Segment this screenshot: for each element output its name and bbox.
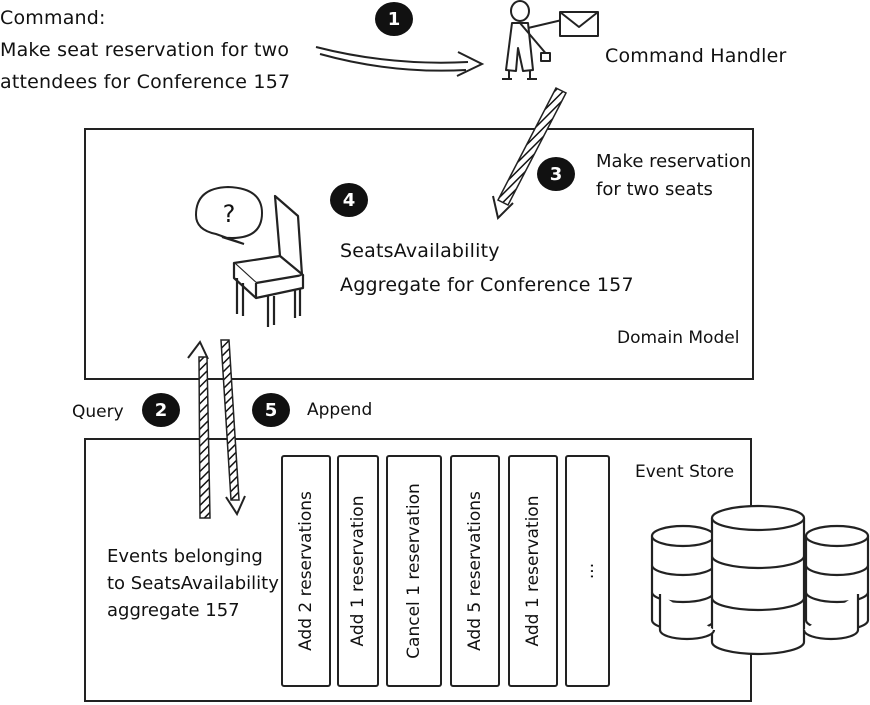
domain-model-label: Domain Model	[617, 328, 740, 348]
step-1-badge: 1	[375, 2, 413, 36]
event-column: ...	[565, 455, 610, 687]
step-2-badge: 2	[142, 393, 180, 427]
event-label: Add 2 reservations	[296, 491, 316, 651]
step-5-badge: 5	[252, 393, 290, 427]
append-label: Append	[307, 400, 373, 420]
event-label: Add 5 reservations	[465, 491, 485, 651]
event-store-label: Event Store	[635, 462, 735, 482]
events-caption-line-3: aggregate 157	[107, 600, 240, 621]
events-caption: Events belonging to SeatsAvailability ag…	[107, 543, 279, 624]
step-4-badge: 4	[330, 183, 368, 217]
event-column: Add 1 reservation	[337, 455, 379, 687]
command-line-2: attendees for Conference 157	[0, 71, 291, 93]
aggregate-text: SeatsAvailability Aggregate for Conferen…	[340, 234, 634, 302]
command-text: Command: Make seat reservation for two a…	[0, 2, 320, 98]
event-label: Add 1 reservation	[523, 495, 543, 647]
make-reservation-line-2: for two seats	[596, 179, 713, 200]
event-column: Add 2 reservations	[281, 455, 331, 687]
make-reservation-line-1: Make reservation	[596, 151, 752, 172]
event-column: Add 5 reservations	[450, 455, 500, 687]
command-handler-icon	[502, 0, 599, 80]
event-column: Cancel 1 reservation	[386, 455, 442, 687]
domain-model-box	[84, 128, 754, 380]
aggregate-line-1: SeatsAvailability	[340, 240, 500, 262]
event-label: Cancel 1 reservation	[404, 483, 424, 659]
aggregate-line-2: Aggregate for Conference 157	[340, 274, 634, 296]
events-caption-line-1: Events belonging	[107, 546, 263, 567]
command-line-1: Make seat reservation for two	[0, 39, 290, 61]
event-column: Add 1 reservation	[508, 455, 558, 687]
events-caption-line-2: to SeatsAvailability	[107, 573, 279, 594]
make-reservation-text: Make reservation for two seats	[596, 148, 751, 204]
event-label: ...	[577, 562, 598, 580]
query-label: Query	[72, 402, 124, 422]
command-label: Command:	[0, 7, 106, 29]
command-arrow	[315, 46, 485, 77]
command-handler-label: Command Handler	[605, 45, 787, 67]
event-label: Add 1 reservation	[348, 495, 368, 647]
